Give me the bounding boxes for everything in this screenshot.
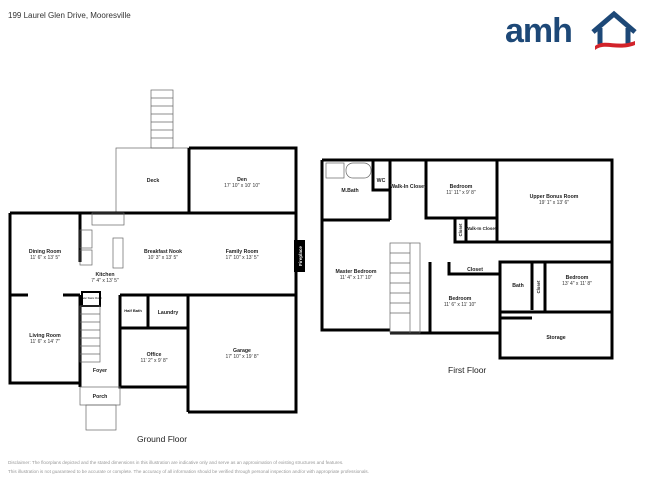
room-label-closet-3: Closet: [536, 280, 541, 293]
room-dim-kitchen: 7' 4" x 13' 5": [91, 278, 119, 284]
room-label-bonus: Upper Bonus Room: [530, 194, 579, 200]
room-label-master: Master Bedroom: [336, 269, 377, 275]
room-label-garage: Garage: [233, 348, 251, 354]
room-label-mbath: M.Bath: [341, 188, 358, 194]
room-label-bedroom-2: Bedroom: [449, 296, 472, 302]
logo-text: amh: [505, 12, 573, 50]
room-label-deck: Deck: [147, 178, 160, 184]
room-dim-master: 11' 4" x 17' 10": [340, 275, 373, 281]
room-label-office: Office: [147, 352, 162, 358]
amh-logo: amh: [505, 8, 640, 53]
room-dim-dining: 11' 6" x 13' 5": [30, 255, 60, 261]
property-address: 199 Laurel Glen Drive, Mooresville: [8, 11, 131, 20]
room-label-bedroom-1: Bedroom: [450, 184, 473, 190]
room-label-den: Den: [237, 177, 247, 183]
room-dim-bedroom-2: 11' 6" x 11' 10": [444, 302, 476, 308]
room-label-porch: Porch: [93, 394, 108, 400]
disclaimer-line-2: This illustration is not guaranteed to b…: [8, 469, 369, 474]
room-label-closet-1: Closet: [458, 223, 463, 236]
fireplace: [294, 240, 305, 272]
room-label-dining: Dining Room: [29, 249, 62, 255]
room-label-living: Living Room: [29, 333, 61, 339]
room-label-storage: Storage: [546, 335, 565, 341]
room-dim-bedroom-3: 13' 4" x 11' 8": [562, 281, 592, 287]
disclaimer-line-1: Disclaimer: The floorplans depicted and …: [8, 460, 344, 465]
room-label-foyer: Foyer: [93, 368, 107, 374]
room-label-half-bath: Half Bath: [124, 308, 142, 313]
room-label-closet-2: Closet: [467, 267, 483, 273]
room-dim-family: 17' 10" x 13' 5": [226, 255, 259, 261]
ground-floor-plan: Fireplace Deck Den 17' 10" x 10' 10" Din…: [8, 89, 305, 431]
room-label-nook: Breakfast Nook: [144, 249, 182, 255]
first-floor-plan: M.Bath WC Walk-In Closet Bedroom 11' 11"…: [320, 158, 614, 360]
room-dim-garage: 17' 10" x 19' 8": [226, 354, 259, 360]
room-label-wc: WC: [377, 178, 386, 184]
room-dim-office: 11' 2" x 9' 8": [140, 358, 167, 364]
first-floor-title: First Floor: [448, 365, 487, 375]
room-label-under-stairs: Under Stairs Closet: [80, 297, 102, 300]
room-label-kitchen: Kitchen: [95, 272, 114, 278]
room-label-bath: Bath: [512, 283, 524, 289]
ground-floor-title: Ground Floor: [137, 434, 188, 444]
room-label-walkin-closet-1: Walk-In Closet: [390, 184, 426, 190]
room-dim-bonus: 19' 1" x 13' 6": [539, 200, 569, 206]
room-dim-bedroom-1: 11' 11" x 9' 8": [446, 190, 476, 196]
room-label-family: Family Room: [226, 249, 259, 255]
room-label-bedroom-3: Bedroom: [566, 275, 589, 281]
house-roof-icon: [591, 10, 637, 50]
room-label-fireplace: Fireplace: [298, 246, 303, 266]
room-dim-den: 17' 10" x 10' 10": [224, 183, 260, 189]
room-dim-living: 11' 6" x 14' 7": [30, 339, 60, 345]
room-label-laundry: Laundry: [158, 310, 179, 316]
room-label-walkin-closet-2: Walk-In Closet: [466, 226, 497, 231]
room-dim-nook: 10' 3" x 13' 5": [148, 255, 178, 261]
